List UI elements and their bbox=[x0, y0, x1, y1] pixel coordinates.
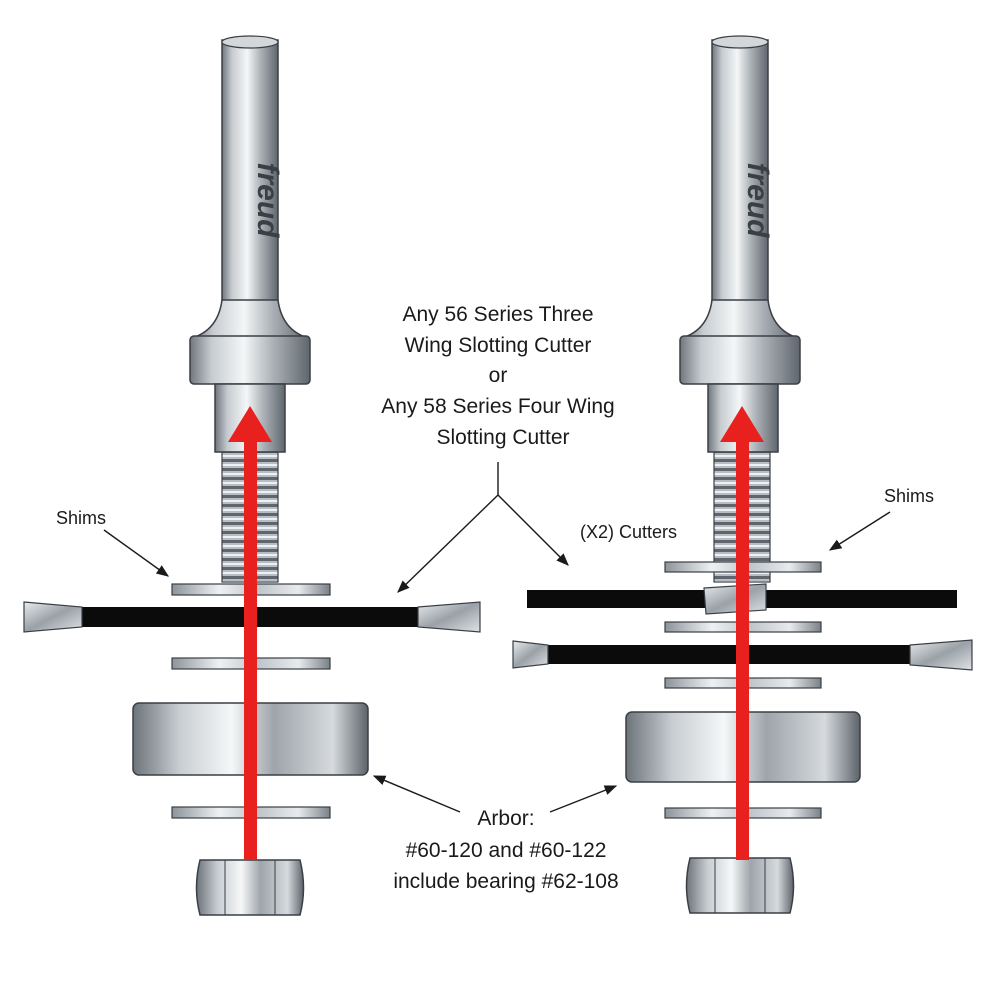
right-upper-cutter-tip bbox=[703, 583, 767, 615]
left-collar bbox=[189, 335, 311, 385]
cutter-note-line-4: Any 58 Series Four Wing bbox=[381, 395, 614, 418]
cutter-note-line-1: Any 56 Series Three bbox=[402, 303, 593, 326]
cutter-note-line-3: or bbox=[489, 364, 508, 387]
right-lower-cutter-tip-left bbox=[512, 640, 549, 669]
shims-left-label: Shims bbox=[56, 508, 106, 528]
arbor-line-1: Arbor: bbox=[477, 807, 534, 830]
right-shank-flare bbox=[681, 299, 799, 339]
right-red-arrowhead bbox=[720, 406, 764, 442]
cutter-note-line-2: Wing Slotting Cutter bbox=[405, 334, 592, 357]
cutters-x2-label: (X2) Cutters bbox=[580, 522, 677, 542]
arbor-note: Arbor: #60-120 and #60-122 include beari… bbox=[393, 807, 618, 893]
left-shank-flare bbox=[191, 299, 309, 339]
right-hex-nut bbox=[685, 857, 795, 914]
left-brand-logo: freud bbox=[251, 163, 284, 239]
left-shank-top bbox=[221, 35, 279, 49]
left-red-arrowhead bbox=[228, 406, 272, 442]
arbor-leader-left bbox=[372, 775, 461, 813]
left-red-rod bbox=[244, 440, 257, 860]
right-brand-logo: freud bbox=[741, 163, 774, 239]
left-cutter-tip-left bbox=[23, 601, 83, 633]
left-hex-nut bbox=[195, 859, 305, 916]
right-collar bbox=[679, 335, 801, 385]
cutter-leader-right bbox=[497, 494, 569, 566]
right-shank bbox=[711, 39, 769, 311]
right-assembly: freud bbox=[512, 35, 973, 914]
right-shank-top bbox=[711, 35, 769, 49]
shims-right-leader bbox=[828, 511, 891, 551]
cutter-note: Any 56 Series Three Wing Slotting Cutter… bbox=[381, 303, 614, 449]
shims-left-leader bbox=[103, 529, 170, 577]
cutter-leader-left bbox=[397, 494, 499, 593]
left-shank bbox=[221, 39, 279, 311]
leader-lines bbox=[103, 462, 891, 813]
cutter-note-line-5: Slotting Cutter bbox=[436, 426, 569, 449]
left-assembly: freud bbox=[23, 35, 481, 916]
right-red-rod bbox=[736, 440, 749, 860]
left-cutter-tip-right bbox=[417, 601, 481, 633]
arbor-line-3: include bearing #62-108 bbox=[393, 870, 618, 893]
left-cutter-blade bbox=[42, 607, 420, 627]
shims-right-label: Shims bbox=[884, 486, 934, 506]
right-lower-cutter-blade bbox=[530, 645, 918, 664]
arbor-leader-right bbox=[549, 785, 618, 813]
right-lower-cutter-tip-right bbox=[909, 639, 973, 671]
arbor-line-2: #60-120 and #60-122 bbox=[406, 839, 607, 862]
